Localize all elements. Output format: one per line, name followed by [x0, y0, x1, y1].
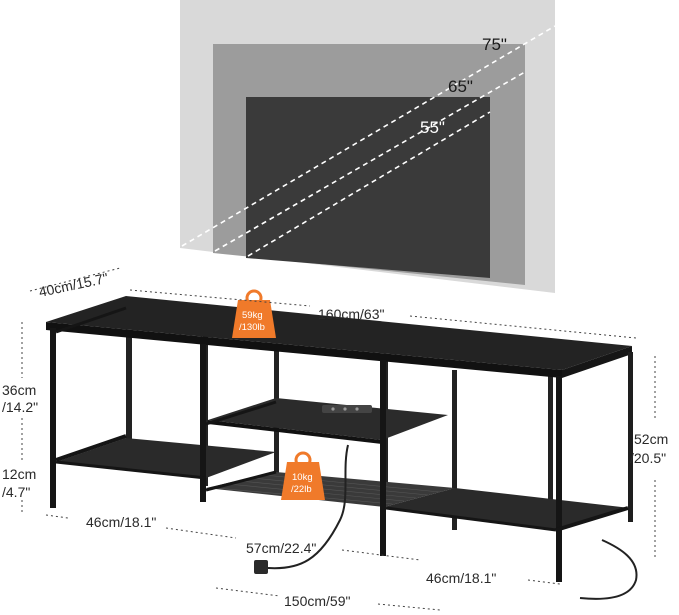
leg-front-right — [556, 376, 562, 582]
tabletop-edge — [46, 322, 562, 378]
upper-height-label-line1: 36cm — [2, 382, 36, 398]
tv-65-diagonal — [214, 71, 526, 252]
svg-text:/22lb: /22lb — [291, 484, 312, 495]
svg-text:10kg: 10kg — [292, 472, 313, 483]
tv-55-diagonal — [247, 111, 491, 257]
leg-front-mid-left — [200, 344, 206, 502]
bottom-shelf-right — [384, 488, 630, 530]
upper-height-label-line2: /14.2" — [2, 399, 38, 415]
lower-height-label-line1: 12cm — [2, 466, 36, 482]
leg-front-mid-right — [380, 360, 386, 556]
bottom-shelf-left — [56, 438, 276, 478]
inner-width-label: 150cm/59" — [284, 593, 350, 609]
middle-shelf — [208, 398, 448, 440]
left-section-label: 46cm/18.1" — [86, 514, 156, 530]
right-section-label: 46cm/18.1" — [426, 570, 496, 586]
total-height-label-line1: 52cm — [634, 431, 668, 447]
middle-weight-badge: 10kg /22lb — [281, 451, 325, 500]
tv-75-label: 75" — [482, 35, 507, 54]
leg-front-left — [50, 328, 56, 508]
tabletop-surface — [46, 296, 632, 370]
total-height-label-line2: /20.5" — [630, 450, 666, 466]
width-label: 160cm/63" — [318, 306, 384, 322]
tv-65-label: 65" — [448, 77, 473, 96]
tv-size-illustration: 75" 65" 55" — [180, 0, 556, 293]
tv-55-screen — [246, 97, 490, 278]
svg-text:/130lb: /130lb — [239, 322, 265, 333]
power-strip — [322, 405, 372, 413]
lower-height-label-line2: /4.7" — [2, 484, 30, 500]
svg-text:59kg: 59kg — [242, 310, 263, 321]
power-cable — [267, 444, 349, 570]
dimension-guides — [21, 267, 656, 611]
power-plug — [254, 560, 268, 574]
depth-label: 40cm/15.7" — [37, 270, 109, 300]
tv-55-label: 55" — [420, 118, 445, 137]
tv-75-diagonal — [181, 25, 556, 247]
top-weight-badge: 59kg /130lb — [232, 289, 276, 338]
middle-section-label: 57cm/22.4" — [246, 540, 316, 556]
tv-stand — [46, 296, 638, 600]
